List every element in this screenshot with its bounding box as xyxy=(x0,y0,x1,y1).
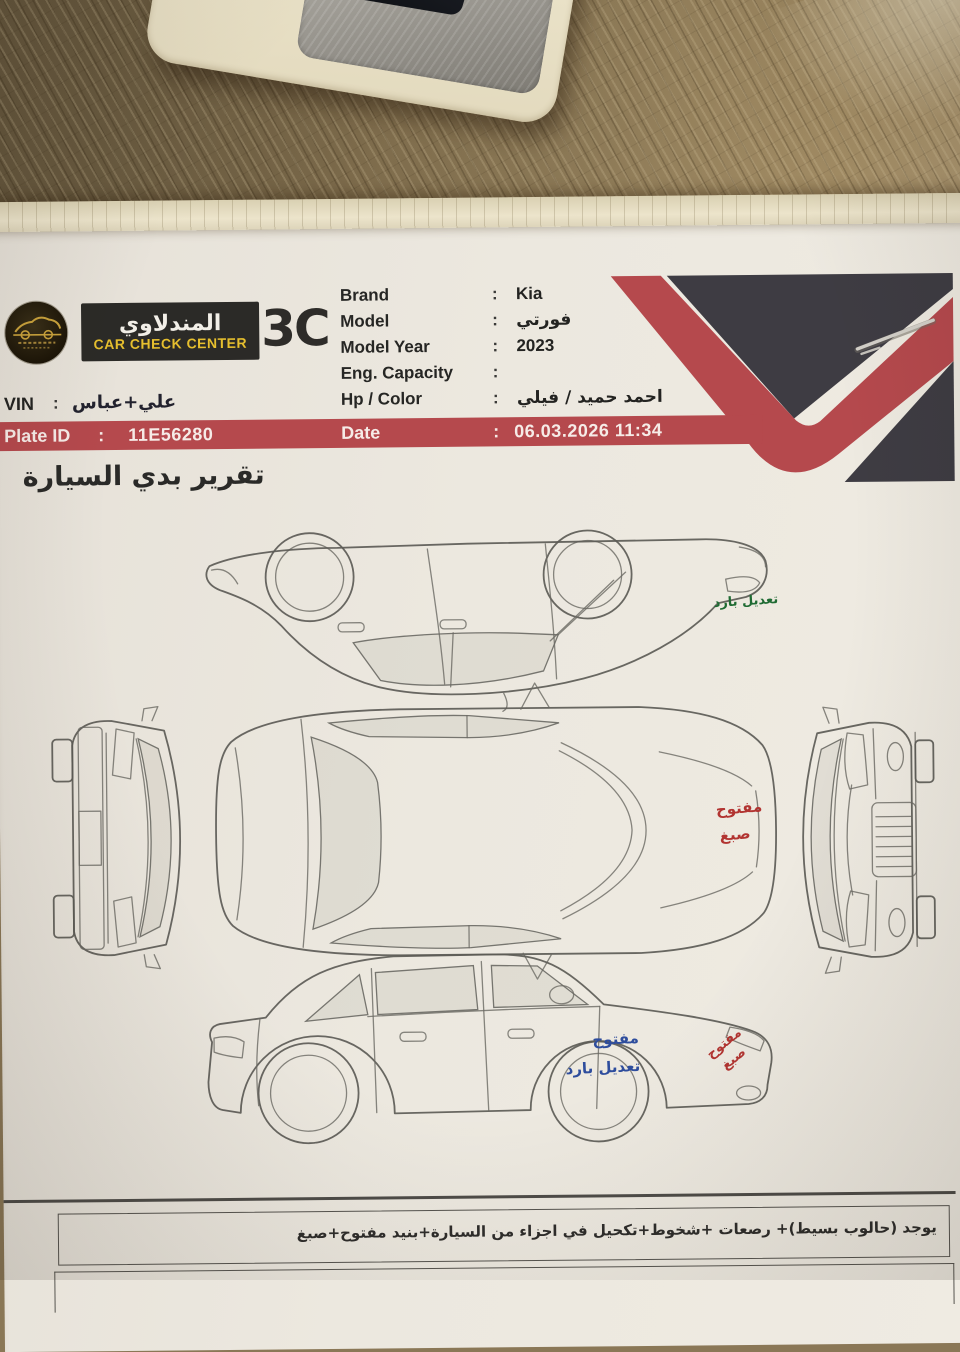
date-colon: : xyxy=(493,421,499,442)
car-body-diagrams: تعديل بارد xyxy=(0,509,960,1180)
field-colon: : xyxy=(493,362,499,382)
inspection-report-paper: المندلاوي CAR CHECK CENTER 3C Brand : Ki… xyxy=(0,193,960,1352)
field-row-hp-color: Hp / Color : احمد حميد / فيلي xyxy=(341,384,671,413)
vin-row: VIN : علي+عباس xyxy=(4,389,334,418)
annotation-green-cold-repair: تعديل بارد xyxy=(713,592,778,611)
field-colon: : xyxy=(493,388,499,408)
inspection-note-box: يوجد (حالوب بسيط)+ رصعات +شخوط+تكحيل في … xyxy=(58,1205,950,1266)
field-label: Model xyxy=(340,311,389,331)
field-row-eng-capacity: Eng. Capacity : xyxy=(341,358,671,387)
report-sheet: المندلاوي CAR CHECK CENTER 3C Brand : Ki… xyxy=(0,223,960,1352)
field-row-brand: Brand : Kia xyxy=(340,280,670,309)
diagram-side-view: مفتوح تعديل بارد مفتوح صبغ xyxy=(207,952,772,1145)
field-value: 2023 xyxy=(516,336,554,356)
inspection-note-text: يوجد (حالوب بسيط)+ رصعات +شخوط+تكحيل في … xyxy=(77,1218,937,1244)
field-value: Kia xyxy=(516,284,543,304)
field-label: Hp / Color xyxy=(341,389,422,410)
plate-colon: : xyxy=(98,425,104,446)
diagram-top-view: مفتوح صبغ xyxy=(215,681,778,982)
company-logo xyxy=(5,301,68,364)
field-label: Brand xyxy=(340,285,389,305)
report-title: تقرير بدي السيارة xyxy=(22,459,302,493)
inspection-note-box-second-row xyxy=(54,1263,954,1313)
field-row-model: Model : فورتي xyxy=(340,306,670,335)
diagram-underside-view: تعديل بارد xyxy=(206,529,780,714)
device-screen xyxy=(322,0,489,16)
brand-name-english: CAR CHECK CENTER xyxy=(94,335,248,350)
logo-3c: 3C xyxy=(261,303,329,354)
diagram-rear-view xyxy=(52,706,182,969)
date-value: 06.03.2026 11:34 xyxy=(514,420,662,442)
field-colon: : xyxy=(492,336,498,356)
field-value: احمد حميد / فيلي xyxy=(517,387,663,408)
field-colon: : xyxy=(492,310,498,330)
field-colon: : xyxy=(492,284,498,304)
field-label: Eng. Capacity xyxy=(341,363,454,384)
vin-colon: : xyxy=(53,394,59,414)
annotation-red-plan: مفتوح صبغ xyxy=(715,797,765,845)
field-row-model-year: Model Year : 2023 xyxy=(340,332,670,361)
plate-id-label: Plate ID xyxy=(4,425,70,447)
field-value: فورتي xyxy=(516,310,571,331)
annotation-red-paint: صبغ xyxy=(719,824,751,844)
vehicle-fields: Brand : Kia Model : فورتي Model Year : 2… xyxy=(340,280,671,413)
brand-box: المندلاوي CAR CHECK CENTER xyxy=(81,302,260,362)
diagram-front-view xyxy=(802,706,936,973)
annotation-blue-open: مفتوح xyxy=(592,1029,639,1049)
vin-value: علي+عباس xyxy=(72,391,176,413)
annotation-red-open: مفتوح xyxy=(715,797,763,819)
device-metal-plate xyxy=(295,0,564,96)
annotation-red-side: مفتوح صبغ xyxy=(704,1025,756,1076)
logo-car-icon xyxy=(5,301,68,364)
annotation-blue-cold-repair: تعديل بارد xyxy=(565,1057,640,1078)
date-label: Date xyxy=(341,422,380,443)
field-label: Model Year xyxy=(340,337,430,358)
vin-label: VIN xyxy=(4,394,34,415)
plate-id-value: 11E56280 xyxy=(128,424,213,446)
brand-name-arabic: المندلاوي xyxy=(119,313,222,336)
divider-line xyxy=(4,1191,956,1203)
